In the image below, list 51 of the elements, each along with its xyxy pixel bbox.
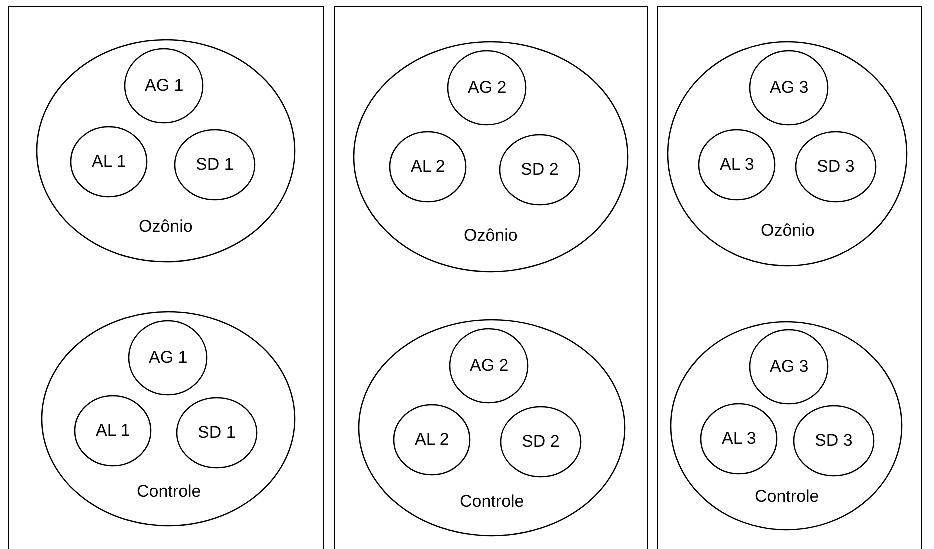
sample-circle <box>698 129 776 201</box>
group-ellipse <box>36 39 296 263</box>
circle-label: SD 3 <box>815 431 853 451</box>
sample-circle <box>700 403 778 475</box>
circle-label: AG 1 <box>149 348 188 368</box>
circle-label: AG 3 <box>770 357 809 377</box>
sample-circle <box>74 395 152 467</box>
circle-label: AL 2 <box>411 157 446 177</box>
circle-label: AG 2 <box>470 356 509 376</box>
circle-label: AG 3 <box>770 78 809 98</box>
circle-label: SD 1 <box>198 423 236 443</box>
sample-circle <box>749 50 829 126</box>
sample-circle <box>447 50 527 126</box>
circle-label: AL 3 <box>720 155 754 175</box>
group-ellipse <box>667 41 908 267</box>
group-label: Controle <box>755 487 820 507</box>
circle-label: SD 2 <box>522 432 560 452</box>
group-ellipse <box>670 321 903 531</box>
group-label: Controle <box>460 492 524 512</box>
sample-circle <box>449 328 529 404</box>
panel-box <box>8 6 324 549</box>
sample-circle <box>174 129 256 201</box>
circle-label: AL 1 <box>96 421 130 441</box>
group-label: Controle <box>137 482 202 502</box>
sample-circle <box>500 406 582 478</box>
group-label: Ozônio <box>761 221 815 241</box>
sample-circle <box>795 131 877 203</box>
group-label: Ozônio <box>464 226 518 246</box>
sample-circle <box>70 126 148 198</box>
circle-label: AL 1 <box>92 152 126 172</box>
sample-circle <box>124 48 204 124</box>
circle-label: AL 3 <box>722 429 756 449</box>
sample-circle <box>499 134 581 206</box>
circle-label: SD 2 <box>521 160 559 180</box>
circle-label: AL 2 <box>415 430 450 450</box>
circle-label: AG 1 <box>145 76 184 96</box>
group-ellipse <box>41 311 296 527</box>
group-label: Ozônio <box>139 217 193 237</box>
sample-circle <box>176 397 258 469</box>
sample-circle <box>393 404 471 476</box>
circle-label: SD 1 <box>196 155 234 175</box>
panel-box <box>334 6 648 549</box>
sample-circle <box>389 131 467 203</box>
sample-circle <box>749 329 829 405</box>
circle-label: SD 3 <box>817 157 855 177</box>
circle-label: AG 2 <box>468 78 507 98</box>
panel-box <box>657 6 922 549</box>
sample-circle <box>793 405 875 477</box>
group-ellipse <box>358 319 626 537</box>
group-ellipse <box>353 41 629 273</box>
sample-circle <box>128 320 208 396</box>
